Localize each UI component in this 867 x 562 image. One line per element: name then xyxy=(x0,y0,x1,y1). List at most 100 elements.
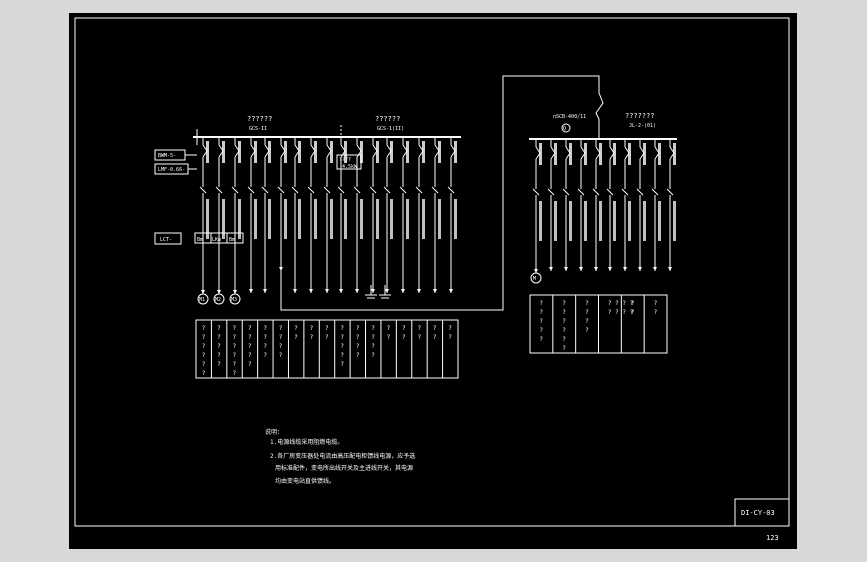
left-table-cell: ? xyxy=(310,325,314,332)
motor-label-3: M3 xyxy=(231,297,237,303)
left-feeder-12 xyxy=(369,137,379,293)
notes-line-2: 2.各厂房变压器处电流由高压配电柜馈线电源，应予选 xyxy=(270,452,415,460)
left-table-cell: ? xyxy=(356,343,360,350)
meter-box-2: LKm xyxy=(212,237,221,243)
title-block-box xyxy=(734,498,790,527)
left-feeder-15 xyxy=(415,137,425,293)
right-table-cell: ? xyxy=(539,300,543,307)
notes-block: 说明： 1.电源线缆采用阻燃电缆。 2.各厂房变压器处电流由高压配电柜馈线电源，… xyxy=(265,428,415,485)
left-bus-title: ?????? xyxy=(247,115,272,123)
right-table-cell: ? xyxy=(539,309,543,316)
left-feeder-13 xyxy=(383,137,393,293)
motor-label-1: M1 xyxy=(199,297,205,303)
left-table-cell: ? xyxy=(340,352,344,359)
left-table-cell: ? xyxy=(448,325,452,332)
side-tag-2: LMF-0.66- xyxy=(158,167,185,173)
left-table-cell: ? xyxy=(217,352,221,359)
right-table-cell: ? xyxy=(654,300,658,307)
right-feeder-8 xyxy=(636,139,646,271)
left-table-cell: ? xyxy=(417,334,421,341)
left-table-cell: ? xyxy=(387,334,391,341)
meter-box-3: Bm xyxy=(229,237,235,243)
left-table-cell: ? xyxy=(202,325,206,332)
left-table-cell: ? xyxy=(233,352,237,359)
right-incoming-breaker xyxy=(595,92,604,139)
notes-line-1: 1.电源线缆采用阻燃电缆。 xyxy=(270,438,343,446)
right-table-cell: ? xyxy=(539,318,543,325)
left-table-cell: ? xyxy=(263,352,267,359)
right-feeder-1 xyxy=(532,139,542,273)
left-table-cell: ? xyxy=(263,334,267,341)
right-feeder-3 xyxy=(562,139,572,271)
left-table-cell: ? xyxy=(233,343,237,350)
left-table-cell: ? xyxy=(202,352,206,359)
right-table-cell: ? xyxy=(562,300,566,307)
left-circuit-table xyxy=(195,319,459,379)
left-table-cell: ? xyxy=(263,325,267,332)
left-table-cell: ? xyxy=(340,325,344,332)
right-table-cell: ? xyxy=(631,309,635,316)
right-table-cell: ? xyxy=(631,300,635,307)
left-table-cell: ? xyxy=(433,334,437,341)
right-feeder-4 xyxy=(577,139,587,271)
left-table-cell: ? xyxy=(248,334,252,341)
left-table-cell: ? xyxy=(263,343,267,350)
left-feeder-3 xyxy=(231,137,241,294)
right-circle-mark xyxy=(561,123,571,133)
left-bus-subtitle-2: GCS-1(II) xyxy=(377,126,404,132)
right-feeder-5 xyxy=(592,139,602,271)
right-table-cell: ? xyxy=(562,318,566,325)
drawing-sheet: ?????? GCS-II ?????? GCS-1(II) BWM-5- LM… xyxy=(69,13,797,549)
left-feeder-9 xyxy=(323,137,333,293)
left-table-cell: ? xyxy=(356,325,360,332)
left-table-cell: ? xyxy=(202,361,206,368)
inner-box-line-2: 4.5kW xyxy=(342,164,358,170)
left-table-cell: ? xyxy=(202,343,206,350)
page-number: 123 xyxy=(766,534,779,542)
left-table-cell: ? xyxy=(217,325,221,332)
left-table-cell: ? xyxy=(356,334,360,341)
left-feeder-8 xyxy=(307,137,317,293)
left-bus-title-2: ?????? xyxy=(375,115,400,123)
side-tag-3: LCT- xyxy=(160,237,172,243)
left-table-cell: ? xyxy=(248,325,252,332)
ground-symbols xyxy=(365,285,391,299)
left-table-cell: ? xyxy=(202,370,206,377)
left-table-cell: ? xyxy=(340,343,344,350)
left-feeder-16 xyxy=(431,137,441,293)
notes-line-4: 均由变电站直供馈线。 xyxy=(275,477,335,485)
right-table-cell: ? xyxy=(562,345,566,352)
left-bus-subtitle: GCS-II xyxy=(249,126,267,132)
drawing-border xyxy=(74,17,790,527)
left-table-cell: ? xyxy=(233,361,237,368)
left-table-cell: ? xyxy=(325,325,329,332)
left-table-cell: ? xyxy=(279,352,283,359)
right-feeder-7 xyxy=(621,139,631,271)
right-table-cell: ? xyxy=(585,309,589,316)
right-table-cell: ? xyxy=(539,327,543,334)
side-tag-1: BWM-5- xyxy=(158,153,176,159)
left-feeder-14 xyxy=(399,137,409,293)
right-table-cell: ? xyxy=(654,309,658,316)
right-table-cell: ? xyxy=(562,309,566,316)
inter-panel-link xyxy=(280,75,600,311)
left-table-cell: ? xyxy=(371,325,375,332)
right-bus-subtitle: JL-2-(01) xyxy=(629,123,656,129)
right-table-cell: ? xyxy=(539,336,543,343)
right-motor-label: M xyxy=(533,276,536,282)
right-table-cell: ? xyxy=(585,327,589,334)
meter-box-1: Bm xyxy=(197,237,203,243)
right-table-cell: ? xyxy=(585,300,589,307)
left-feeder-7 xyxy=(291,137,301,293)
left-table-cell: ? xyxy=(402,325,406,332)
right-table-cell: ? ? ? ? xyxy=(608,309,634,316)
right-feeder-9 xyxy=(651,139,661,271)
left-feeder-10 xyxy=(337,137,347,293)
left-feeder-1 xyxy=(199,137,209,294)
left-table-cell: ? xyxy=(325,334,329,341)
left-table-cell: ? xyxy=(371,343,375,350)
left-table-cell: ? xyxy=(248,343,252,350)
left-table-cell: ? xyxy=(294,334,298,341)
left-table-cell: ? xyxy=(371,334,375,341)
